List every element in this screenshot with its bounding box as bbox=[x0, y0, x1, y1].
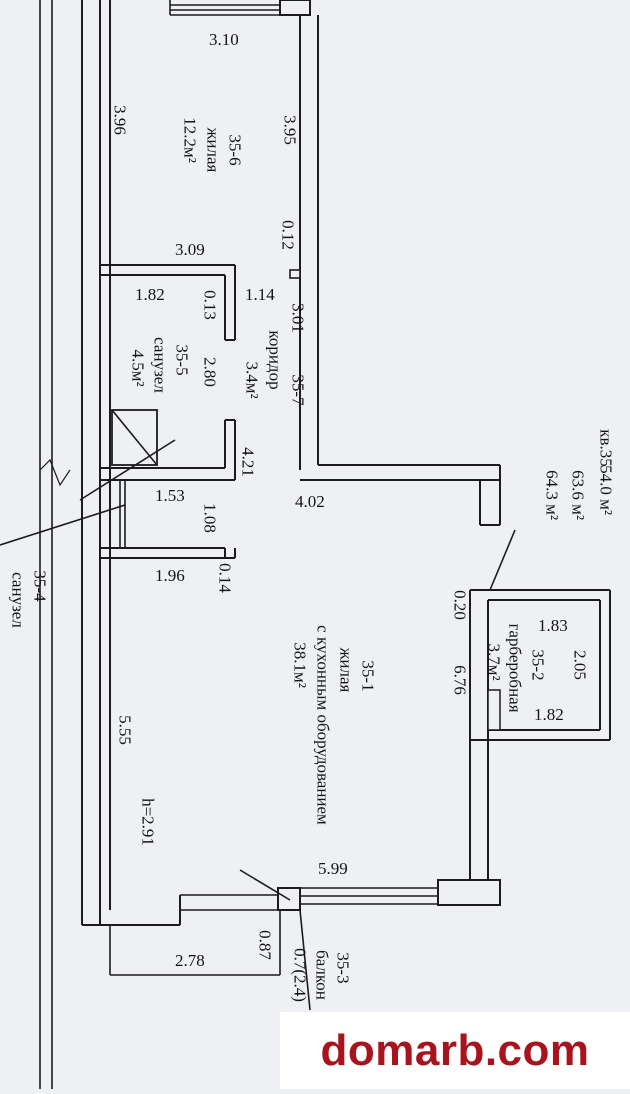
room-35-5-id: 35-5 bbox=[172, 344, 192, 376]
dim-1-96: 1.96 bbox=[155, 566, 185, 585]
dim-5-55: 5.55 bbox=[115, 715, 135, 745]
dim-1-14: 1.14 bbox=[245, 285, 275, 304]
dim-5-99: 5.99 bbox=[318, 859, 348, 878]
dim-2-80: 2.80 bbox=[200, 357, 220, 387]
apt-number: кв.35 bbox=[596, 429, 616, 467]
dim-1-82-left: 1.82 bbox=[135, 285, 165, 304]
apt-area-1: 54.0 м² bbox=[596, 465, 616, 515]
dim-0-14: 0.14 bbox=[215, 563, 235, 593]
dim-3-96: 3.96 bbox=[110, 105, 130, 135]
dim-4-21: 4.21 bbox=[238, 447, 258, 477]
room-35-1-name2: с кухонным оборудованием bbox=[313, 625, 333, 825]
room-35-4-name: санузел bbox=[8, 572, 28, 628]
room-35-5-name: санузел bbox=[150, 337, 170, 393]
room-35-2-id: 35-2 bbox=[528, 649, 548, 681]
dim-0-87: 0.87 bbox=[255, 930, 275, 960]
room-35-4-id: 35-4 bbox=[30, 570, 50, 602]
dim-0-13: 0.13 bbox=[200, 290, 220, 320]
apt-area-3: 64.3 м² bbox=[542, 470, 562, 520]
brand-logo-text[interactable]: domarb.com bbox=[320, 1025, 590, 1075]
dim-0-20: 0.20 bbox=[450, 590, 470, 620]
dim-0-12: 0.12 bbox=[278, 220, 298, 250]
room-35-6-area: 12.2м² bbox=[180, 117, 200, 163]
dim-3-01: 3.01 bbox=[288, 303, 308, 333]
dim-2-78: 2.78 bbox=[175, 951, 205, 970]
room-35-1-area: 38.1м² bbox=[290, 642, 310, 688]
room-35-3-name: балкон bbox=[312, 950, 332, 1000]
room-35-2-area: 3.7м² bbox=[484, 643, 504, 681]
dim-3-10: 3.10 bbox=[209, 30, 239, 49]
dim-1-82-right: 1.82 bbox=[534, 705, 564, 724]
dim-2-05: 2.05 bbox=[570, 650, 590, 680]
apt-area-2: 63.6 м² bbox=[568, 470, 588, 520]
room-35-7-area: 3.4м² bbox=[242, 361, 262, 399]
room-35-7-name: коридор bbox=[265, 330, 285, 390]
room-35-2-name: гарберобная bbox=[505, 623, 525, 713]
dim-h-2-91: h=2.91 bbox=[138, 798, 158, 846]
dim-4-02: 4.02 bbox=[295, 492, 325, 511]
dim-1-08: 1.08 bbox=[200, 503, 220, 533]
dim-1-53: 1.53 bbox=[155, 486, 185, 505]
room-35-3-area: 0.7(2.4) bbox=[290, 948, 310, 1002]
room-35-3-id: 35-3 bbox=[333, 952, 353, 984]
room-35-7-id: 35-7 bbox=[288, 374, 308, 406]
dim-6-76: 6.76 bbox=[450, 665, 470, 695]
room-35-6-id: 35-6 bbox=[225, 134, 245, 166]
room-35-6-name: жилая bbox=[203, 127, 223, 173]
room-35-1-id: 35-1 bbox=[358, 660, 378, 692]
dim-1-83: 1.83 bbox=[538, 616, 568, 635]
room-35-1-name: жилая bbox=[336, 647, 356, 693]
dim-3-95: 3.95 bbox=[280, 115, 300, 145]
brand-banner[interactable]: domarb.com bbox=[280, 1012, 630, 1089]
dim-3-09: 3.09 bbox=[175, 240, 205, 259]
room-35-5-area: 4.5м² bbox=[128, 349, 148, 387]
